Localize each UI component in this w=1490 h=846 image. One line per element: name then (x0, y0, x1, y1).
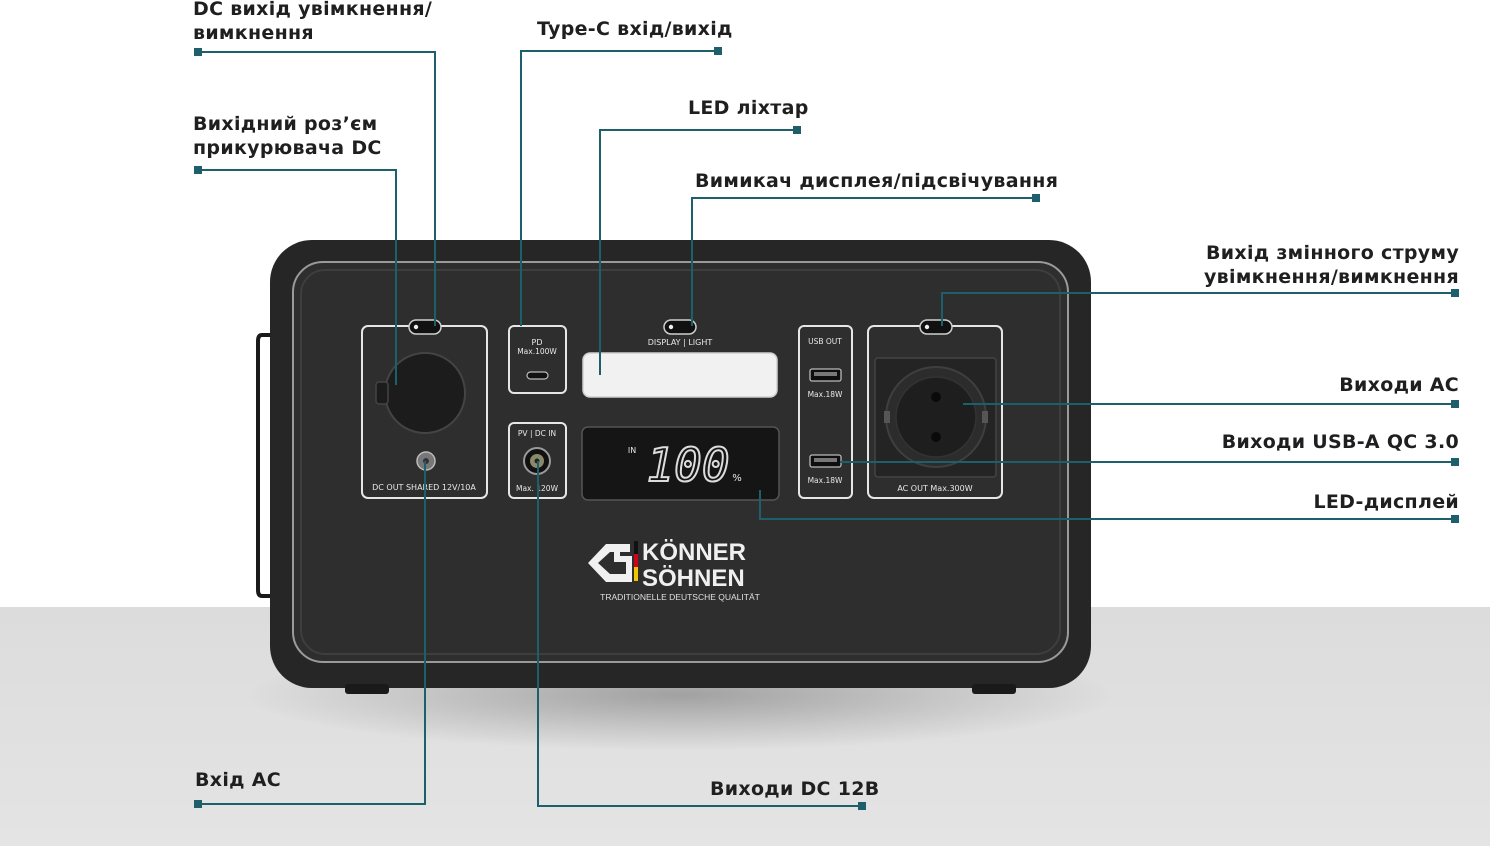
display-module: DISPLAY | LIGHT IN 100 % (581, 319, 780, 501)
leader-ac-switch (941, 292, 1455, 326)
callout-led-light: LED ліхтар (688, 97, 809, 119)
display-light-label: DISPLAY | LIGHT (648, 338, 713, 347)
side-handle (256, 333, 270, 598)
leader-dot (1451, 515, 1459, 523)
brand-tagline: TRADITIONELLE DEUTSCHE QUALITÄT (600, 592, 760, 602)
display-unit: % (732, 473, 742, 484)
logo-emblem-k (588, 544, 626, 582)
leader-dot (1451, 458, 1459, 466)
callout-cigarette: Вихідний роз’єм прикурювача DC (193, 113, 382, 159)
leader-dot (1032, 194, 1040, 202)
callout-usb-outputs: Виходи USB-A QC 3.0 (1221, 431, 1459, 453)
ac-module: AC OUT Max.300W (867, 319, 1003, 499)
brand-logo: KÖNNER SÖHNEN TRADITIONELLE DEUTSCHE QUA… (588, 539, 760, 602)
foot-left (345, 684, 389, 694)
pd-label: PD (532, 338, 543, 347)
leader-dot (793, 126, 801, 134)
callout-display-switch: Вимикач дисплея/підсвічування (695, 170, 1059, 192)
ac-switch-button[interactable] (919, 319, 953, 335)
usb-module: USB OUT Max.18W Max.18W (798, 325, 853, 499)
leader-dc-outputs (537, 461, 862, 807)
type-c-port (526, 371, 549, 380)
usb-max-1: Max.18W (808, 390, 843, 399)
led-light-panel (582, 352, 778, 398)
callout-dc-outputs: Виходи DC 12В (710, 778, 880, 800)
callout-type-c: Type-C вхід/вихід (537, 18, 733, 40)
pv-label: PV | DC IN (518, 429, 556, 438)
leader-cigarette (198, 169, 397, 385)
foot-right (972, 684, 1016, 694)
leader-ac-input (198, 461, 426, 805)
display-value: 100 (646, 438, 729, 492)
logo-emblem-s (614, 544, 632, 582)
leader-dot (1451, 400, 1459, 408)
dc-switch-button[interactable] (408, 319, 442, 335)
leader-dot (194, 800, 202, 808)
led-display-screen (581, 426, 780, 501)
brand-line-1: KÖNNER (642, 539, 746, 566)
leader-dot (194, 48, 202, 56)
leader-endpoints (194, 47, 1459, 810)
callout-dc-switch: DC вихід увімкнення/ вимкнення (193, 0, 433, 44)
callout-ac-input: Вхід AC (195, 769, 281, 791)
callout-ac-outputs: Виходи AC (1339, 374, 1459, 396)
usb-max-2: Max.18W (808, 476, 843, 485)
leader-led-display (759, 490, 1455, 520)
leader-dot (858, 802, 866, 810)
flag-stripe-black (634, 541, 638, 554)
display-light-switch[interactable] (663, 319, 697, 335)
display-in-label: IN (628, 446, 636, 455)
flag-stripe-gold (634, 567, 638, 581)
callout-ac-switch: Вихід змінного струму увімкнення/вимкнен… (1204, 242, 1459, 288)
pd-max-label: Max.100W (517, 347, 557, 356)
leader-dot (714, 47, 722, 55)
leader-dot (1451, 289, 1459, 297)
brand-line-2: SÖHNEN (642, 565, 745, 592)
leader-dot (194, 166, 202, 174)
pd-module: PD Max.100W (508, 325, 567, 394)
ac-out-label: AC OUT Max.300W (897, 484, 972, 493)
leader-lines (198, 50, 1455, 807)
flag-stripe-red (634, 554, 638, 567)
leader-dc-switch (198, 51, 436, 326)
callout-led-display: LED-дисплей (1313, 491, 1459, 513)
leader-led-light (599, 129, 797, 375)
leader-type-c (520, 50, 718, 326)
leader-display-switch (691, 197, 1036, 326)
usb-out-label: USB OUT (808, 337, 842, 346)
